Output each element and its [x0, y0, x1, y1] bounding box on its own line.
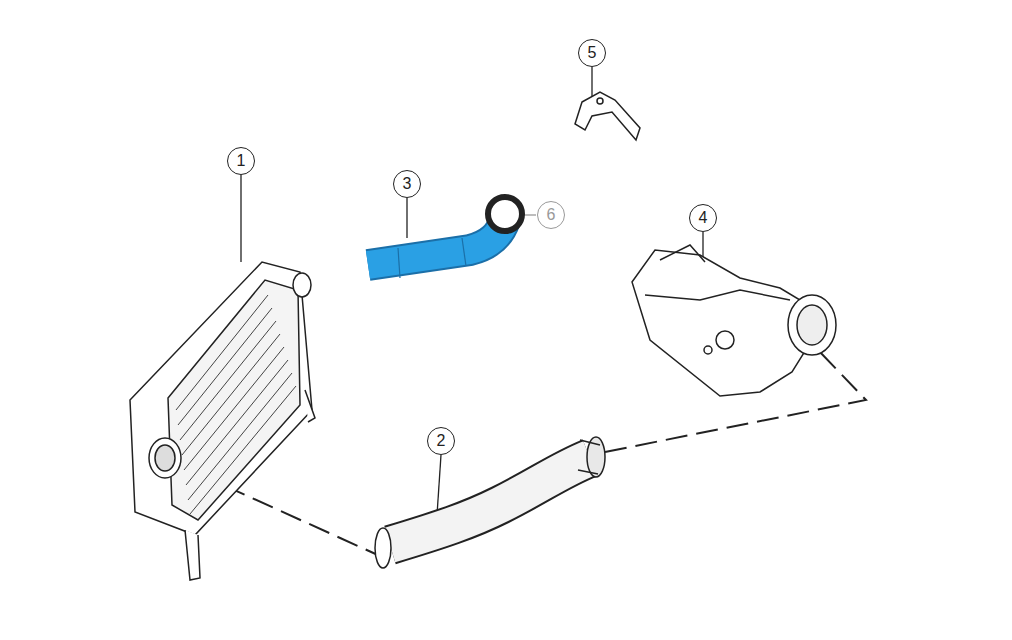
callout-number: 1: [227, 147, 255, 175]
callout-number: 4: [689, 204, 717, 232]
callout-number: 6: [537, 201, 565, 229]
callout-number: 3: [393, 170, 421, 198]
callout-number: 5: [578, 39, 606, 67]
callout-number: 2: [427, 427, 455, 455]
